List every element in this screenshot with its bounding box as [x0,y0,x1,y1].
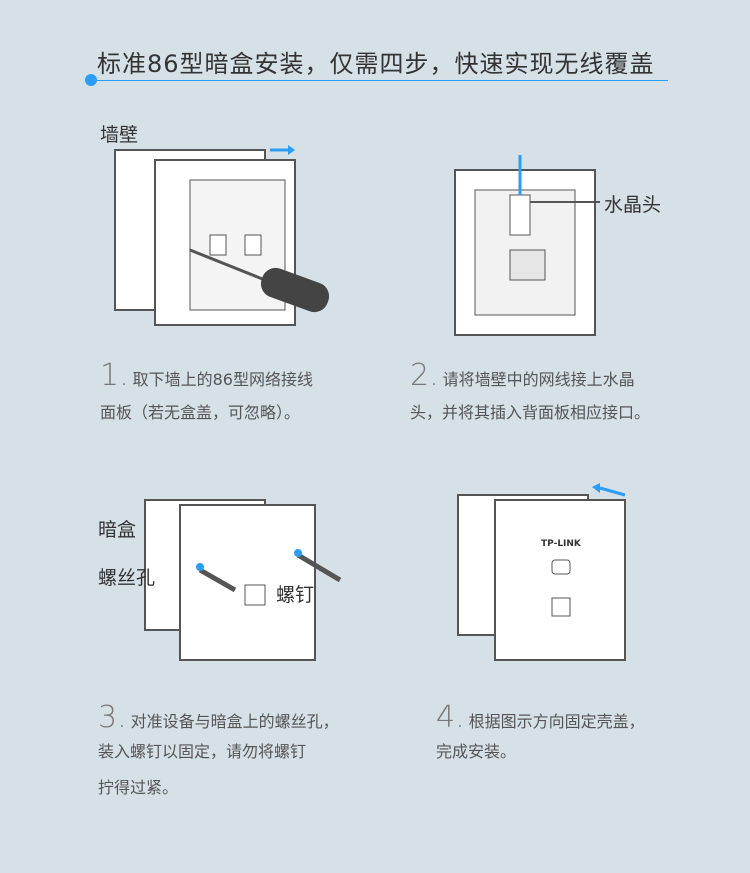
step-2-text-2: 头，并将其插入背面板相应接口。 [410,403,651,422]
box-label: 暗盒 [98,519,137,541]
screw-label: 螺钉 [276,584,315,606]
connector-label: 水晶头 [604,194,662,216]
step2-illustration [454,155,600,336]
title-divider [92,80,668,81]
title-dot [85,74,97,86]
step-4-text-2: 完成安装。 [436,742,517,761]
step3-illustration [144,499,342,661]
step-4-text: 4.根据图示方向固定壳盖， [436,700,645,735]
page-title: 标准86型暗盒安装，仅需四步，快速实现无线覆盖 [97,50,655,78]
step1-illustration [114,145,330,326]
wall-label: 墙壁 [100,124,139,146]
step-1-text-2: 面板（若无盒盖，可忽略）。 [100,403,301,422]
step-3-text: 3.对准设备与暗盒上的螺丝孔， [98,700,339,735]
step-2-text: 2.请将墙壁中的网线接上水晶 [410,358,635,393]
hole-label: 螺丝孔 [98,567,156,589]
step4-illustration [457,483,626,661]
step-1-text: 1.取下墙上的86型网络接线 [100,358,313,393]
brand-logo: TP-LINK [541,539,581,549]
step-3-text-2: 装入螺钉以固定，请勿将螺钉 [98,742,307,761]
step-3-text-3: 拧得过紧。 [98,778,179,797]
